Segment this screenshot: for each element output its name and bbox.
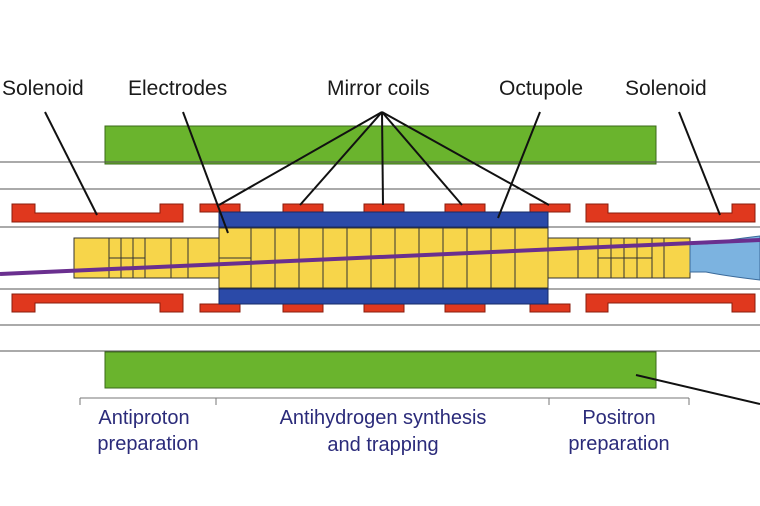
- upper-solenoid-coil-left: [11, 203, 184, 223]
- mirror-coil-leader: [381, 111, 384, 206]
- lower-solenoid-magnet: [104, 351, 657, 389]
- upper-octupole-bar: [218, 211, 549, 228]
- electrode: [442, 227, 468, 289]
- particle-beam-line: [0, 238, 760, 276]
- electrodes-leader: [182, 111, 229, 234]
- mirror-coil: [363, 303, 405, 313]
- synthesis-label-line1: Antihydrogen synthesis: [280, 407, 487, 429]
- electrode: [170, 237, 189, 279]
- electrode: [547, 237, 579, 279]
- solenoid-left-leader: [44, 111, 98, 216]
- mirror-coil: [444, 303, 486, 313]
- electrode: [274, 227, 300, 289]
- positron-label-line2: preparation: [568, 433, 669, 455]
- mirror-coil: [282, 203, 324, 213]
- electrode: [418, 227, 444, 289]
- mirror-coil: [529, 203, 571, 213]
- upper-mirror-coils: [199, 203, 571, 213]
- solenoid-right-label: Solenoid: [625, 77, 707, 100]
- electrode: [577, 237, 599, 279]
- mirror-coil: [363, 203, 405, 213]
- solenoid-right-leader: [678, 111, 721, 216]
- lower-solenoid-coil-right: [585, 293, 756, 313]
- electrode: [250, 227, 276, 289]
- antiproton-label-line2: preparation: [97, 433, 198, 455]
- lower-solenoid-leader: [635, 374, 760, 405]
- mirror-coil-leader: [381, 111, 550, 206]
- electrode: [514, 227, 549, 289]
- mirror-coil: [199, 303, 241, 313]
- electrode: [187, 237, 220, 279]
- mirror-coil: [529, 303, 571, 313]
- synthesis-label-line2: and trapping: [327, 434, 438, 456]
- mirror-coil-leader: [299, 111, 383, 206]
- mirror-coil-leader: [381, 111, 463, 206]
- mirror-coil-leader: [218, 111, 383, 206]
- upper-solenoid-coil-right: [585, 203, 756, 223]
- electrode: [144, 237, 172, 279]
- electrode: [490, 227, 516, 289]
- octupole-leader: [497, 111, 541, 219]
- lower-octupole-bar: [218, 288, 549, 305]
- solenoid-left-label: Solenoid: [2, 77, 84, 100]
- section-bracket: [79, 397, 690, 405]
- octupole-label: Octupole: [499, 77, 583, 100]
- mirror-coil: [444, 203, 486, 213]
- mirror-coil: [282, 303, 324, 313]
- positron-label-line1: Positron: [582, 407, 655, 429]
- lower-mirror-coils: [199, 303, 571, 313]
- lower-solenoid-coil-left: [11, 293, 184, 313]
- antiproton-label-line1: Antiproton: [98, 407, 189, 429]
- mirror-coils-label: Mirror coils: [327, 77, 430, 100]
- upper-solenoid-magnet: [104, 125, 657, 165]
- electrodes-label: Electrodes: [128, 77, 227, 100]
- electrode: [466, 227, 492, 289]
- leader-lines: [44, 111, 760, 405]
